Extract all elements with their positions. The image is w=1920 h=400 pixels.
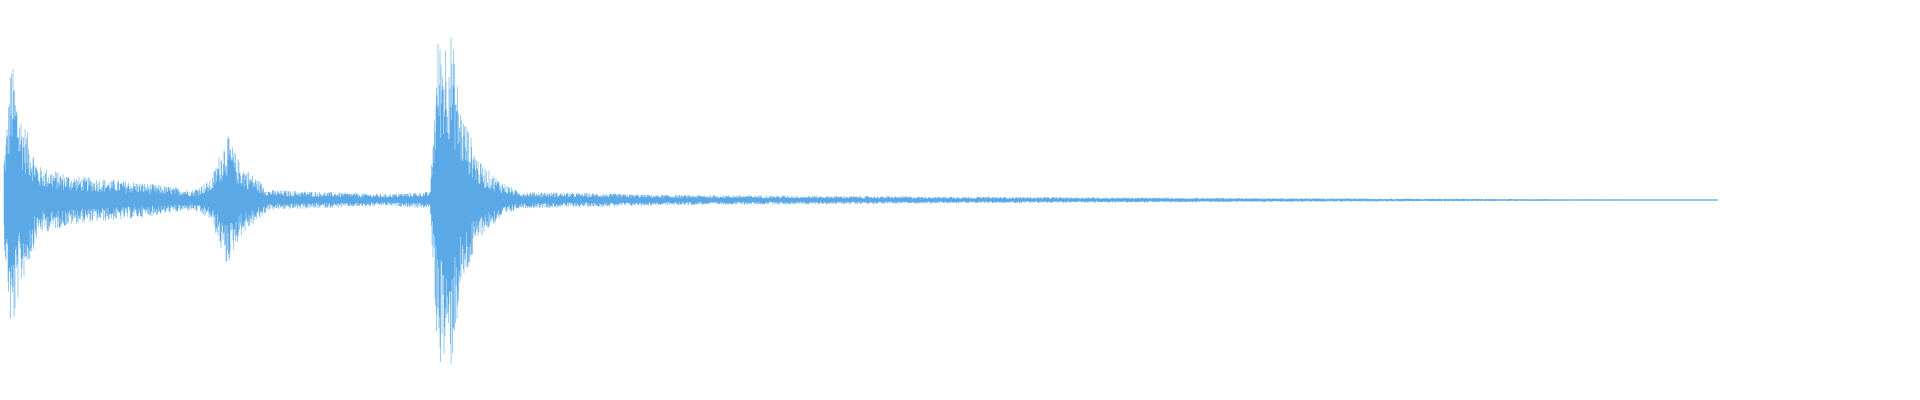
waveform-samples (3, 37, 1719, 364)
